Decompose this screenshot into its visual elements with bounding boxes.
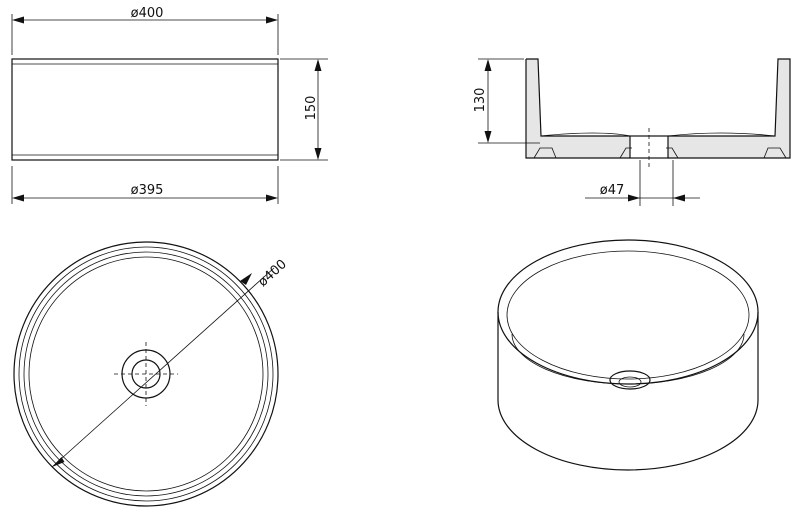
base-notch-inner-right xyxy=(666,147,679,159)
base-notch-right xyxy=(763,147,787,159)
top-dia-label: ø400 xyxy=(255,257,289,290)
iso-drain-outer xyxy=(609,370,651,390)
front-base-label: ø395 xyxy=(131,183,164,198)
iso-inner-floor-edge xyxy=(511,333,745,385)
arrow-down xyxy=(484,131,492,143)
arrow-right xyxy=(628,194,640,202)
section-wall-left xyxy=(526,59,630,158)
base-notch-inner-left xyxy=(619,147,632,159)
arrow-upper-right xyxy=(240,273,252,285)
rim-circle-3 xyxy=(23,251,269,497)
bowl-floor xyxy=(540,132,776,137)
section-wall-right xyxy=(668,59,790,158)
arrow-up xyxy=(314,59,322,71)
drain-hole xyxy=(629,135,669,159)
inner-rim-circle xyxy=(28,256,264,492)
front-elevation-view: ø400 150 ø395 xyxy=(11,6,328,204)
section-view: 130 ø47 xyxy=(473,58,791,206)
section-height-label: 130 xyxy=(473,88,488,113)
arrow-left xyxy=(12,194,24,202)
arrow-left xyxy=(12,16,24,24)
arrow-lower-left xyxy=(52,457,65,467)
basin-body-outline xyxy=(11,58,279,161)
iso-drain-inner xyxy=(618,376,642,388)
outer-rim-circle xyxy=(13,241,279,507)
base-notch-left xyxy=(533,147,557,159)
arrow-down xyxy=(314,148,322,160)
isometric-view xyxy=(497,239,759,471)
drain-dia-label: ø47 xyxy=(600,183,625,198)
section-outline xyxy=(525,58,791,159)
diameter-line xyxy=(51,267,275,468)
top-view: ø400 xyxy=(13,241,290,507)
iso-body-outline xyxy=(497,312,759,471)
iso-top-rim-outer xyxy=(497,239,759,385)
arrow-up xyxy=(484,59,492,71)
arrow-right xyxy=(266,16,278,24)
iso-top-rim-inner xyxy=(506,250,750,380)
front-width-label: ø400 xyxy=(131,6,164,21)
rim-circle-2 xyxy=(18,246,274,502)
front-height-label: 150 xyxy=(304,96,319,121)
arrow-right xyxy=(266,194,278,202)
arrow-left xyxy=(673,194,685,202)
